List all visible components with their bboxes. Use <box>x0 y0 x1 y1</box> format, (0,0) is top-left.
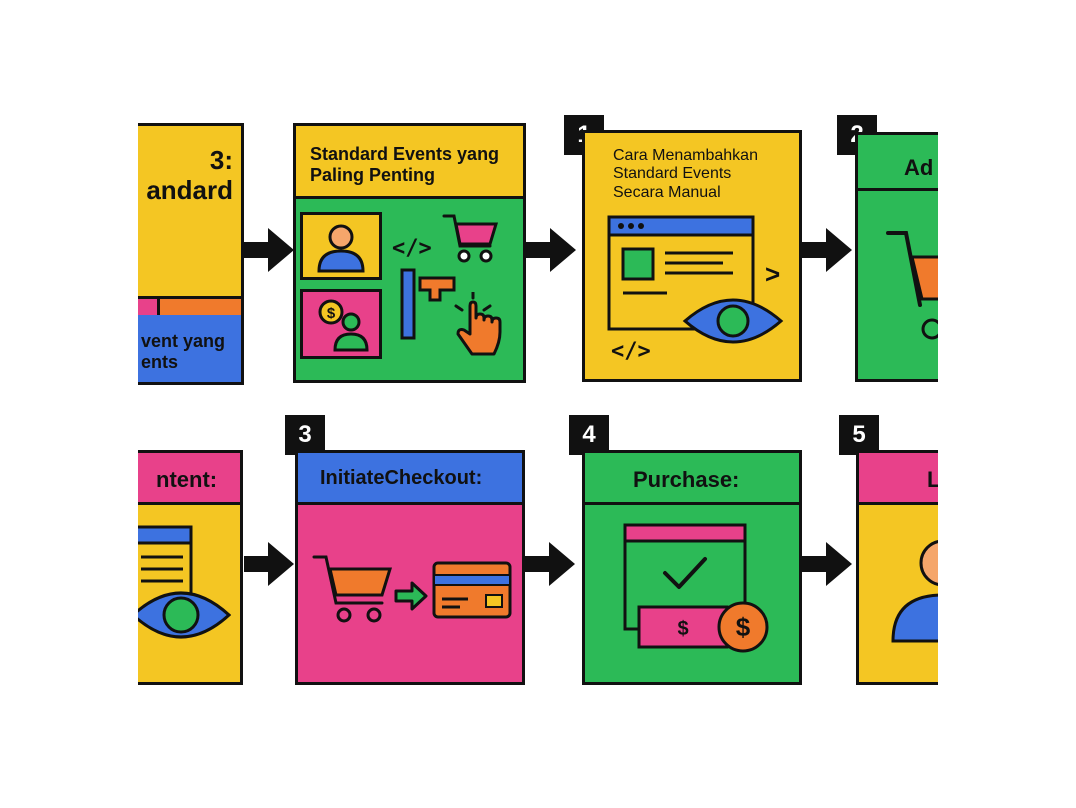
browser-window-icon <box>607 215 755 331</box>
flow-arrow-1 <box>244 228 294 272</box>
svg-text:$: $ <box>327 305 336 322</box>
arrow-right-icon <box>394 581 428 611</box>
cart-icon <box>442 214 499 263</box>
manual-events-title: Cara Menambahkan Standard Events Secara … <box>613 147 758 201</box>
flow-arrow-4 <box>244 542 294 586</box>
initiate-checkout-title: InitiateCheckout: <box>320 467 483 489</box>
card-important-events: Standard Events yang Paling Penting $ </… <box>293 123 526 383</box>
flow-arrow-6 <box>802 542 852 586</box>
lead-title: L <box>927 467 938 492</box>
card-initiate-checkout: InitiateCheckout: <box>295 450 525 685</box>
svg-text:$: $ <box>736 612 751 642</box>
add-to-cart-header: Ad <box>858 135 938 191</box>
flow-arrow-2 <box>526 228 576 272</box>
lead-user-icon <box>891 540 938 643</box>
card-manual-events: Cara Menambahkan Standard Events Secara … <box>582 130 802 382</box>
paying-user-icon: $ <box>318 299 369 352</box>
step-badge-3: 3 <box>285 415 325 455</box>
shopping-cart-icon <box>886 231 938 340</box>
chevron-right-icon: > <box>765 259 781 289</box>
paying-user-tile: $ <box>300 289 382 359</box>
eye-icon-view <box>138 591 231 639</box>
purchase-header: Purchase: <box>585 453 799 505</box>
money-icon: $ $ <box>637 601 769 653</box>
diagram-viewport: 3: andard vent yang ents Standard Events… <box>138 0 938 808</box>
intro-title: 3: andard <box>146 145 233 205</box>
card-lead: L <box>856 450 938 685</box>
step-badge-5: 5 <box>839 415 879 455</box>
code-icon: </> <box>392 236 432 261</box>
hand-pointer-icon <box>454 292 502 356</box>
important-events-header: Standard Events yang Paling Penting <box>296 126 523 199</box>
view-content-header: ntent: <box>138 453 240 505</box>
credit-card-icon <box>432 561 512 619</box>
view-content-title: ntent: <box>156 467 218 492</box>
user-profile-tile <box>300 212 382 280</box>
purchase-title: Purchase: <box>633 467 740 492</box>
card-add-to-cart: Ad <box>855 132 938 382</box>
intro-subtitle-panel: vent yang ents <box>138 315 241 382</box>
intro-subtitle: vent yang ents <box>141 331 226 372</box>
flow-arrow-5 <box>525 542 575 586</box>
add-to-cart-title: Ad <box>904 155 934 180</box>
step-badge-4: 4 <box>569 415 609 455</box>
lead-header: L <box>859 453 938 505</box>
important-events-title: Standard Events yang Paling Penting <box>310 144 500 185</box>
checkout-cart-icon <box>312 555 393 623</box>
card-intro: 3: andard vent yang ents <box>138 123 244 385</box>
code-symbol-icon: </> <box>611 339 651 364</box>
card-view-content: ntent: <box>138 450 243 685</box>
initiate-checkout-header: InitiateCheckout: <box>298 453 522 505</box>
pixel-connector-icon <box>400 268 456 340</box>
card-purchase: Purchase: $ $ <box>582 450 802 685</box>
svg-text:$: $ <box>677 618 688 640</box>
flow-arrow-3 <box>802 228 852 272</box>
user-icon <box>317 224 365 273</box>
eye-icon <box>682 298 784 344</box>
